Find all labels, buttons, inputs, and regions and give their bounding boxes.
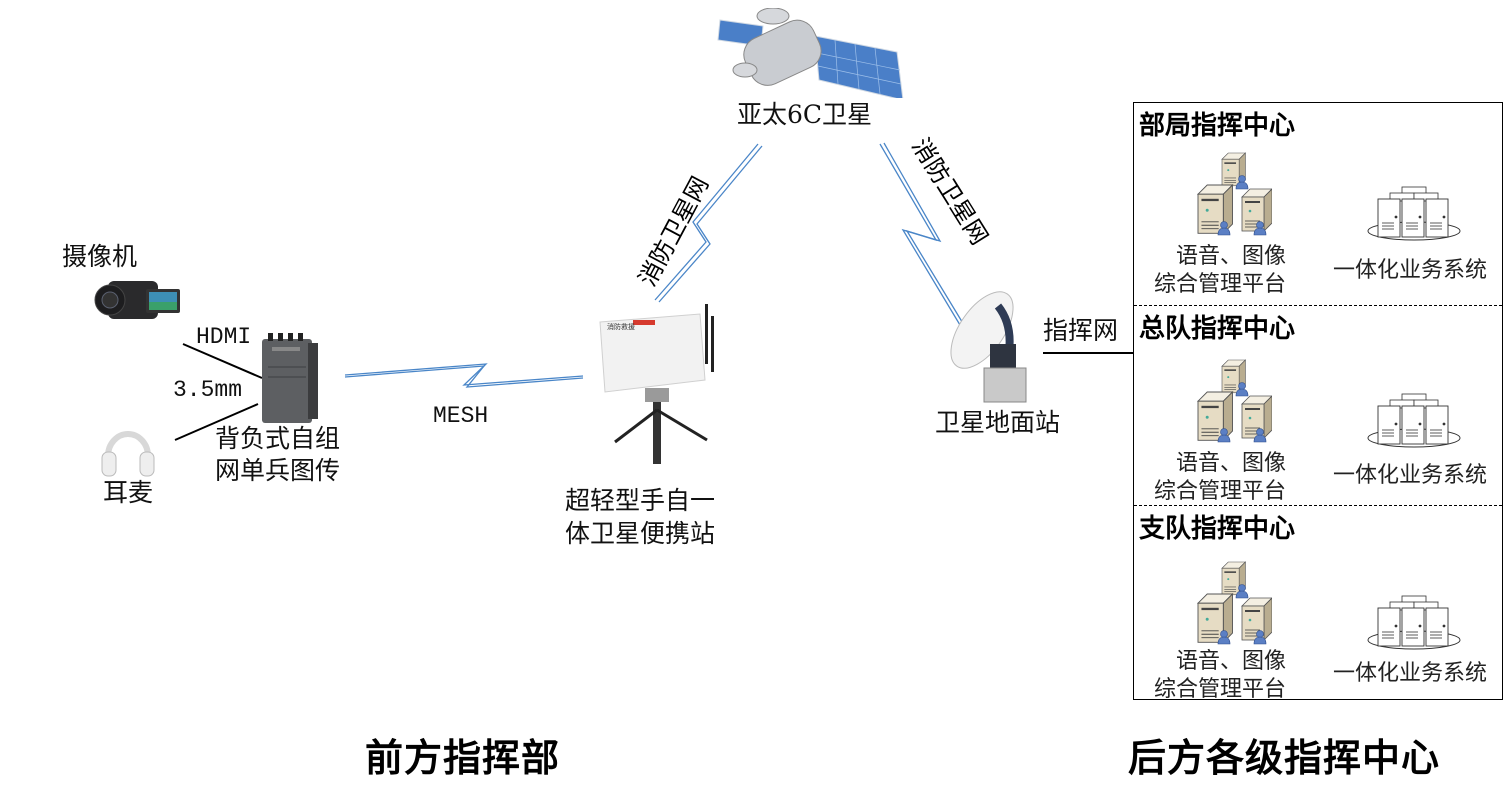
headphones-icon	[100, 416, 156, 478]
satellite-label: 亚太6C卫星	[737, 100, 873, 129]
portable-station-label-line1: 超轻型手自一	[565, 486, 716, 515]
business-system-icon	[1366, 185, 1462, 245]
audio-cable-label: 3.5mm	[173, 377, 243, 403]
platform-label-line1: 语音、图像	[1176, 244, 1287, 269]
command-center-corps: 总队指挥中心 语音、图像 综合管理平台 一体化业务系统	[1134, 305, 1502, 508]
command-center-title: 支队指挥中心	[1139, 514, 1296, 544]
station-panel-text: 消防救援	[607, 323, 635, 331]
camera-label: 摄像机	[62, 242, 138, 271]
business-system-icon	[1366, 594, 1462, 654]
platform-servers-icon	[1196, 151, 1272, 241]
platform-servers-icon	[1196, 560, 1272, 650]
ground-station-label: 卫星地面站	[935, 408, 1061, 437]
command-center-detachment: 支队指挥中心 语音、图像 综合管理平台 一体化业务系统	[1134, 505, 1502, 702]
platform-label-line1: 语音、图像	[1176, 649, 1287, 674]
business-system-label: 一体化业务系统	[1333, 463, 1488, 488]
satellite-link-left	[654, 143, 763, 303]
rear-command-title: 后方各级指挥中心	[1128, 736, 1441, 780]
portable-station-label-line2: 体卫星便携站	[565, 519, 716, 548]
business-system-icon	[1366, 392, 1462, 452]
camcorder-icon	[90, 275, 185, 330]
backpack-label-line1: 背负式自组	[215, 424, 341, 453]
command-center-ministry: 部局指挥中心 语音、图像 综合管理平台 一体化业务系统	[1134, 103, 1502, 305]
platform-servers-icon	[1196, 358, 1272, 448]
audio-cable	[174, 403, 259, 441]
platform-label-line1: 语音、图像	[1176, 451, 1287, 476]
hdmi-cable	[182, 343, 263, 379]
dish-antenna-icon	[948, 286, 1040, 404]
command-center-title: 部局指挥中心	[1139, 111, 1296, 141]
mesh-label: MESH	[433, 403, 489, 429]
satellite-link-right	[879, 142, 965, 326]
business-system-label: 一体化业务系统	[1333, 258, 1488, 283]
headset-label: 耳麦	[103, 478, 154, 507]
backpack-transmitter-icon	[258, 333, 320, 425]
command-centers-panel: 部局指挥中心 语音、图像 综合管理平台 一体化业务系统 总队指挥中心 语音、图像…	[1133, 102, 1503, 702]
command-net-label: 指挥网	[1043, 316, 1119, 345]
mesh-link	[344, 363, 584, 388]
command-center-title: 总队指挥中心	[1139, 314, 1296, 344]
platform-label-line2: 综合管理平台	[1154, 272, 1287, 297]
backpack-label-line2: 网单兵图传	[215, 456, 341, 485]
front-command-title: 前方指挥部	[365, 736, 561, 780]
portable-satellite-station-icon: 消防救援	[595, 300, 725, 472]
platform-label-line2: 综合管理平台	[1154, 479, 1287, 504]
business-system-label: 一体化业务系统	[1333, 661, 1488, 686]
hdmi-label: HDMI	[196, 324, 252, 350]
platform-label-line2: 综合管理平台	[1154, 677, 1287, 702]
satellite-icon	[715, 7, 905, 101]
